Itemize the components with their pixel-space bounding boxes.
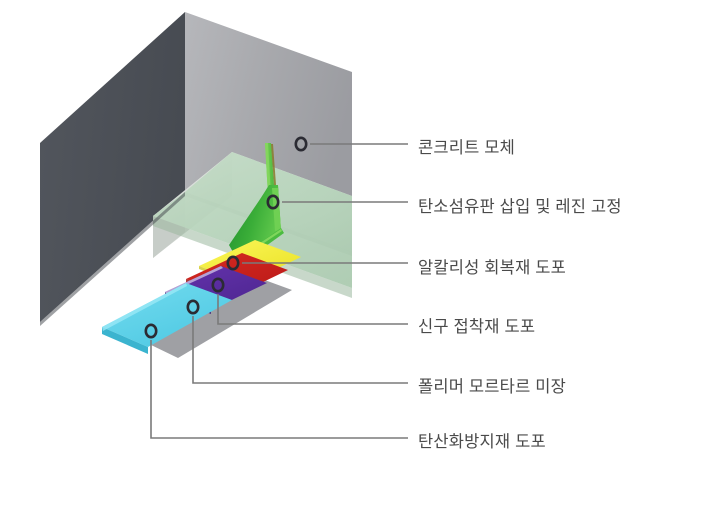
leader-line-polymer-mortar bbox=[192, 316, 408, 384]
marker-carbonation-barrier bbox=[144, 323, 158, 339]
marker-polymer-mortar bbox=[186, 299, 200, 315]
callout-leader-lines bbox=[150, 143, 408, 439]
label-polymer-mortar: 폴리머 모르타르 미장 bbox=[418, 378, 566, 396]
concrete-left-face-lower bbox=[40, 192, 185, 326]
layer-carbonation-barrier-edge bbox=[102, 327, 148, 354]
marker-new-adhesive bbox=[211, 277, 225, 293]
marker-alkali-recovery bbox=[226, 255, 240, 271]
label-new-adhesive: 신구 접착재 도포 bbox=[418, 318, 536, 336]
concrete-left-face bbox=[40, 12, 185, 322]
layer-carbonation-barrier bbox=[102, 283, 232, 347]
label-concrete-substrate: 콘크리트 모체 bbox=[418, 139, 516, 157]
repair-layer-stack bbox=[102, 240, 301, 354]
layer-carbonation-barrier-left-edge bbox=[102, 283, 187, 331]
label-alkali-recovery: 알칼리성 회복재 도포 bbox=[418, 259, 566, 277]
label-carbon-fiber-plate: 탄소섬유판 삽입 및 레진 고정 bbox=[418, 198, 622, 216]
label-carbonation-barrier: 탄산화방지재 도포 bbox=[418, 433, 546, 451]
marker-carbon-fiber-plate bbox=[266, 194, 280, 210]
leader-line-new-adhesive bbox=[217, 294, 408, 325]
leader-line-carbonation-barrier bbox=[150, 340, 408, 439]
marker-concrete-substrate bbox=[294, 136, 308, 152]
callout-markers bbox=[144, 136, 308, 339]
